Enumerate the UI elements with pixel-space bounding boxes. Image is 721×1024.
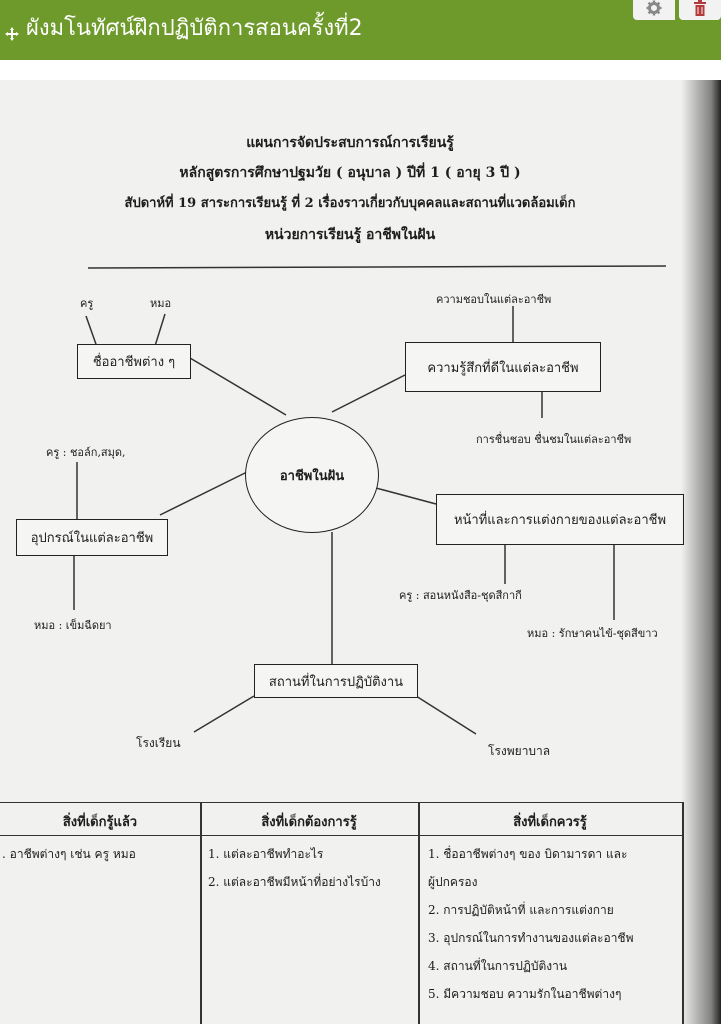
mindmap-connectors — [73, 265, 667, 735]
table-header-should: สิ่งที่เด็กควรรู้ — [513, 815, 587, 830]
table-cell: ผู้ปกครอง — [428, 875, 478, 889]
mindmap-center: อาชีพในฝัน — [245, 417, 379, 533]
photo-shadow-edge — [681, 80, 721, 1024]
leaf-doctor-duty: หมอ : รักษาคนไข้-ชุดสีขาว — [527, 627, 658, 640]
table-cell: 2. แต่ละอาชีพมีหน้าที่อย่างไรบ้าง — [208, 875, 381, 889]
unit-line: หน่วยการเรียนรู้ อาชีพในฝัน — [264, 227, 436, 243]
settings-button[interactable] — [633, 0, 675, 20]
widget-header: ผังมโนทัศน์ฝึกปฏิบัติการสอนครั้งที่2 — [0, 0, 721, 60]
leaf-admire-each-job: การชื่นชอบ ชื่นชมในแต่ละอาชีพ — [476, 433, 632, 446]
leaf-hospital: โรงพยาบาล — [488, 744, 551, 758]
table-cell: 1. ชื่ออาชีพต่างๆ ของ บิดามารดา และ — [428, 847, 628, 861]
widget-title: ผังมโนทัศน์ฝึกปฏิบัติการสอนครั้งที่2 — [26, 16, 363, 41]
widget-tools — [629, 0, 721, 20]
node-workplaces: สถานที่ในการปฏิบัติงาน — [254, 664, 418, 698]
move-icon[interactable] — [4, 21, 20, 41]
document-photo: แผนการจัดประสบการณ์การเรียนรู้ หลักสูตรก… — [0, 80, 721, 1024]
leaf-teacher: ครู — [80, 297, 94, 310]
table-cell: 2. การปฏิบัติหน้าที่ และการแต่งกาย — [428, 903, 614, 917]
node-occupation-names: ชื่ออาชีพต่าง ๆ — [77, 344, 191, 379]
kwl-table: สิ่งที่เด็กรู้แล้ว สิ่งที่เด็กต้องการรู้… — [0, 802, 684, 1024]
week-line: สัปดาห์ที่ 19 สาระการเรียนรู้ ที่ 2 เรื่… — [124, 196, 576, 211]
plan-title: แผนการจัดประสบการณ์การเรียนรู้ — [246, 135, 454, 151]
leaf-school: โรงเรียน — [136, 736, 181, 750]
table-cell: 3. อุปกรณ์ในการทำงานของแต่ละอาชีพ — [428, 931, 634, 945]
leaf-teacher-tools: ครู : ชอล์ก,สมุด, — [46, 446, 126, 459]
table-cell: 4. สถานที่ในการปฏิบัติงาน — [428, 959, 568, 973]
node-good-feelings: ความรู้สึกที่ดีในแต่ละอาชีพ — [405, 342, 601, 392]
leaf-teacher-duty: ครู : สอนหนังสือ-ชุดสีกากี — [399, 589, 522, 602]
trash-icon — [693, 0, 707, 20]
leaf-like-each-job: ความชอบในแต่ละอาชีพ — [436, 293, 552, 306]
node-duties-dress: หน้าที่และการแต่งกายของแต่ละอาชีพ — [436, 494, 684, 545]
widget-title-row[interactable]: ผังมโนทัศน์ฝึกปฏิบัติการสอนครั้งที่2 — [4, 14, 363, 44]
table-divider — [200, 803, 202, 1024]
leaf-doctor-tools: หมอ : เข็มฉีดยา — [34, 619, 112, 632]
table-header-known: สิ่งที่เด็กรู้แล้ว — [62, 815, 138, 830]
gear-icon — [646, 0, 662, 20]
table-cell: . อาชีพต่างๆ เช่น ครู หมอ — [2, 847, 136, 861]
curriculum-line: หลักสูตรการศึกษาปฐมวัย ( อนุบาล ) ปีที่ … — [179, 165, 521, 181]
node-occupation-tools: อุปกรณ์ในแต่ละอาชีพ — [16, 519, 168, 556]
table-cell: 1. แต่ละอาชีพทำอะไร — [208, 847, 324, 861]
delete-button[interactable] — [679, 0, 721, 20]
table-cell: 5. มีความชอบ ความรักในอาชีพต่างๆ — [428, 987, 622, 1001]
table-header-divider — [0, 835, 684, 836]
table-header-want: สิ่งที่เด็กต้องการรู้ — [261, 815, 357, 830]
table-divider — [418, 803, 420, 1024]
leaf-doctor: หมอ — [150, 297, 172, 310]
